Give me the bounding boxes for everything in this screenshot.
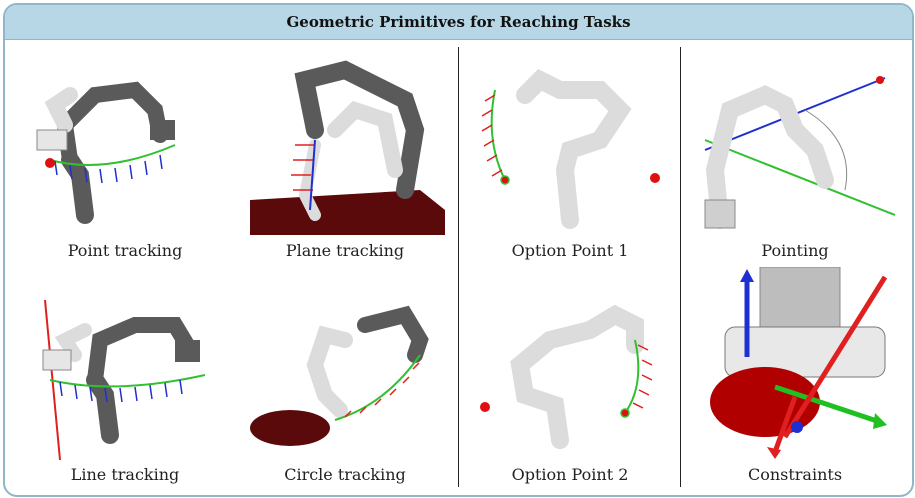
column-separator bbox=[680, 47, 681, 487]
plane-tracking-panel bbox=[245, 50, 445, 235]
option-point-2-panel bbox=[470, 295, 670, 460]
plane-surface bbox=[250, 190, 445, 235]
circle-tracking-image bbox=[250, 305, 429, 446]
plane-tracking-image bbox=[250, 60, 445, 235]
green-line bbox=[704, 139, 896, 216]
caption-option-point-1: Option Point 1 bbox=[511, 241, 629, 260]
axis-y bbox=[774, 384, 881, 425]
option-point-1-image bbox=[481, 69, 660, 229]
caption-pointing: Pointing bbox=[761, 241, 829, 260]
line-tracking-image bbox=[42, 299, 206, 460]
caption-point-tracking: Point tracking bbox=[67, 241, 183, 260]
column-separator bbox=[458, 47, 459, 487]
target-point bbox=[45, 158, 55, 168]
figure-title: Geometric Primitives for Reaching Tasks bbox=[286, 13, 631, 31]
option-target bbox=[650, 173, 660, 183]
caption-constraints: Constraints bbox=[747, 465, 843, 484]
point-tracking-panel bbox=[25, 65, 225, 235]
constraints-image bbox=[710, 267, 888, 459]
option-target bbox=[480, 402, 490, 412]
line-tracking-panel bbox=[25, 295, 225, 460]
title-banner bbox=[5, 5, 912, 40]
circle-tracking-panel bbox=[245, 295, 445, 460]
option-point-1-panel bbox=[470, 50, 670, 235]
caption-plane-tracking: Plane tracking bbox=[285, 241, 405, 260]
circle-disk bbox=[250, 410, 330, 446]
caption-line-tracking: Line tracking bbox=[70, 465, 180, 484]
axis-x-red-1 bbox=[782, 275, 888, 439]
figure-frame: Geometric Primitives for Reaching Tasks … bbox=[3, 3, 914, 497]
option-point-2-image bbox=[480, 304, 653, 449]
constraints-panel bbox=[685, 267, 907, 460]
caption-circle-tracking: Circle tracking bbox=[284, 465, 406, 484]
constraint-cone bbox=[710, 367, 820, 437]
pointing-image bbox=[704, 76, 896, 229]
caption-option-point-2: Option Point 2 bbox=[511, 465, 629, 484]
point-tracking-image bbox=[36, 81, 176, 224]
pointing-panel bbox=[685, 50, 905, 235]
axis-x-red-2 bbox=[772, 396, 798, 453]
